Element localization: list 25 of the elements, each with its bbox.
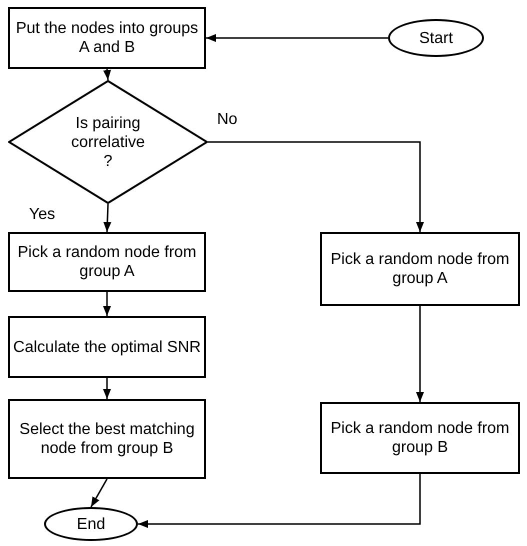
- arrow: [206, 34, 388, 42]
- node-label: Put the nodes into groups A and B: [14, 19, 200, 57]
- arrow: [90, 478, 108, 508]
- arrow: [103, 204, 112, 232]
- node-label: Pick a random node from group A: [16, 243, 198, 281]
- node-label: Select the best matching node from group B: [18, 420, 196, 458]
- arrow: [103, 378, 111, 399]
- node-label: Start: [419, 28, 453, 48]
- process-box: [8, 232, 206, 292]
- process-box: [8, 7, 206, 69]
- arrow: [103, 68, 112, 80]
- process-box: [8, 399, 206, 479]
- process-box: [320, 402, 520, 474]
- decision-diamond: [8, 80, 208, 204]
- node-label: Calculate the optimal SNR: [13, 338, 201, 356]
- process-box: [320, 232, 520, 306]
- arrow: [416, 306, 424, 402]
- node-label: End: [76, 514, 106, 534]
- node-label: Pick a random node from group B: [330, 419, 510, 457]
- process-box: [8, 316, 206, 378]
- node-label: Is pairing correlative ?: [70, 114, 146, 170]
- arrow: [138, 474, 421, 528]
- arrow: [208, 141, 424, 232]
- arrow: [103, 292, 111, 316]
- node-label: Pick a random node from group A: [330, 250, 510, 288]
